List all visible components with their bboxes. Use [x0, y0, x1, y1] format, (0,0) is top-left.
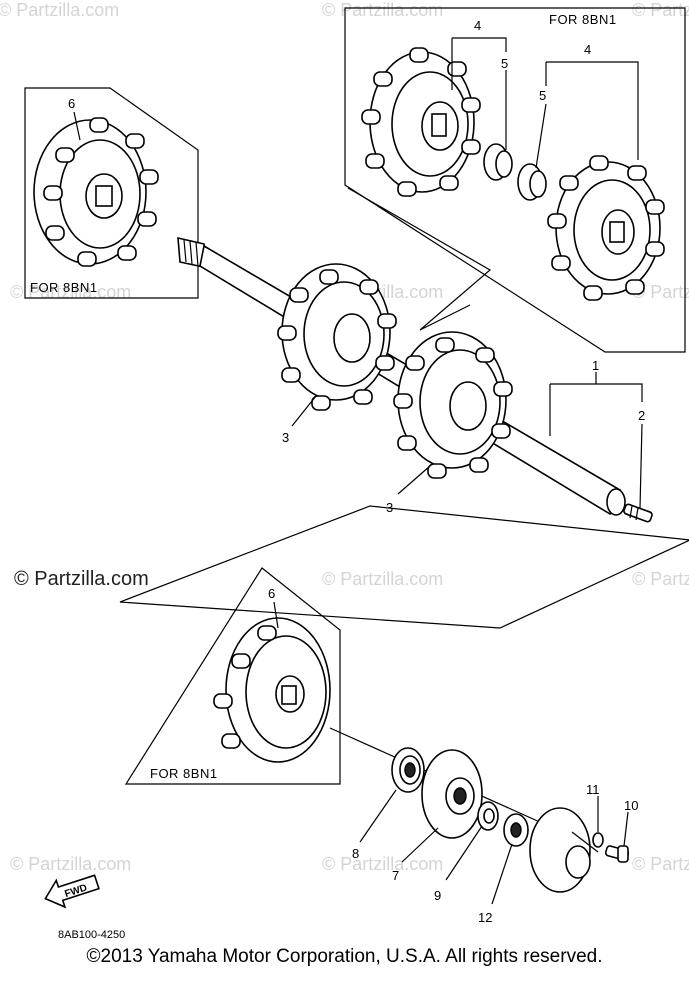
wheel-icon [213, 617, 331, 763]
callout-number: 9 [434, 888, 441, 903]
panel-outline [344, 7, 686, 353]
panel-outline [24, 87, 199, 299]
hub-icon [421, 749, 483, 839]
drive-shaft-assembly: 1 2 3 3 [177, 187, 653, 523]
bushing-icon [483, 143, 513, 181]
watermark: © Partzilla.com [632, 282, 689, 302]
forward-arrow-icon: FWD [44, 874, 100, 909]
watermark: © Partzilla.com [322, 569, 443, 589]
callout-number: 1 [592, 358, 599, 373]
watermark: © Partzilla.com [632, 854, 689, 874]
watermark: © Partzilla.com [322, 854, 443, 874]
hub-cap-icon [529, 807, 599, 893]
bolt-icon [623, 503, 653, 523]
panel-label: FOR 8BN1 [150, 766, 218, 781]
callout-number: 8 [352, 846, 359, 861]
lock-washer-icon [592, 832, 604, 848]
callout-number: 11 [586, 782, 600, 797]
sprocket-icon [547, 155, 665, 301]
washer-icon [477, 801, 499, 831]
watermark: © Partzilla.com [10, 282, 131, 302]
callout-number: 4 [584, 42, 591, 57]
watermark: © Partzilla.com [322, 0, 443, 20]
watermark: © Partzilla.com [0, 0, 119, 20]
panel-label: FOR 8BN1 [549, 12, 617, 27]
watermark-main: © Partzilla.com [14, 568, 149, 590]
watermark: © Partzilla.com [632, 569, 689, 589]
nut-icon [503, 813, 529, 847]
callout-number: 2 [638, 408, 645, 423]
callout-number: 5 [539, 88, 546, 103]
copyright-notice: ©2013 Yamaha Motor Corporation, U.S.A. A… [86, 946, 603, 967]
panel-top-right: FOR 8BN1 [344, 7, 686, 353]
callout-number: 7 [392, 868, 399, 883]
callout-number: 3 [282, 430, 289, 445]
diagram-code: 8AB100-4250 [58, 929, 126, 941]
callout-number: 12 [478, 910, 492, 925]
callout-number: 10 [624, 798, 638, 813]
panel-label: FOR 8BN1 [30, 280, 98, 295]
sprocket-icon [361, 47, 481, 197]
watermark: © Partzilla.com [10, 854, 131, 874]
watermark-layer: © Partzilla.com © Partzilla.com © Partzi… [0, 0, 689, 874]
callout-number: 6 [68, 96, 75, 111]
lower-axle-assembly: 8 7 9 12 11 10 [329, 727, 638, 925]
callout-number: 4 [474, 18, 481, 33]
bolt-icon [604, 845, 630, 863]
panel-left: FOR 8BN1 6 [24, 87, 199, 299]
bearing-icon [391, 747, 425, 793]
watermark: © Partzilla.com [632, 0, 689, 20]
panel-outline [124, 567, 341, 785]
bushing-icon [517, 163, 547, 201]
sprocket-icon [33, 117, 159, 267]
callout-number: 5 [501, 56, 508, 71]
callout-number: 6 [268, 586, 275, 601]
sprocket-icon [277, 263, 397, 411]
panel-bottom: FOR 8BN1 6 [124, 567, 341, 785]
guide-plane [119, 505, 689, 629]
sprocket-icon [393, 331, 513, 479]
